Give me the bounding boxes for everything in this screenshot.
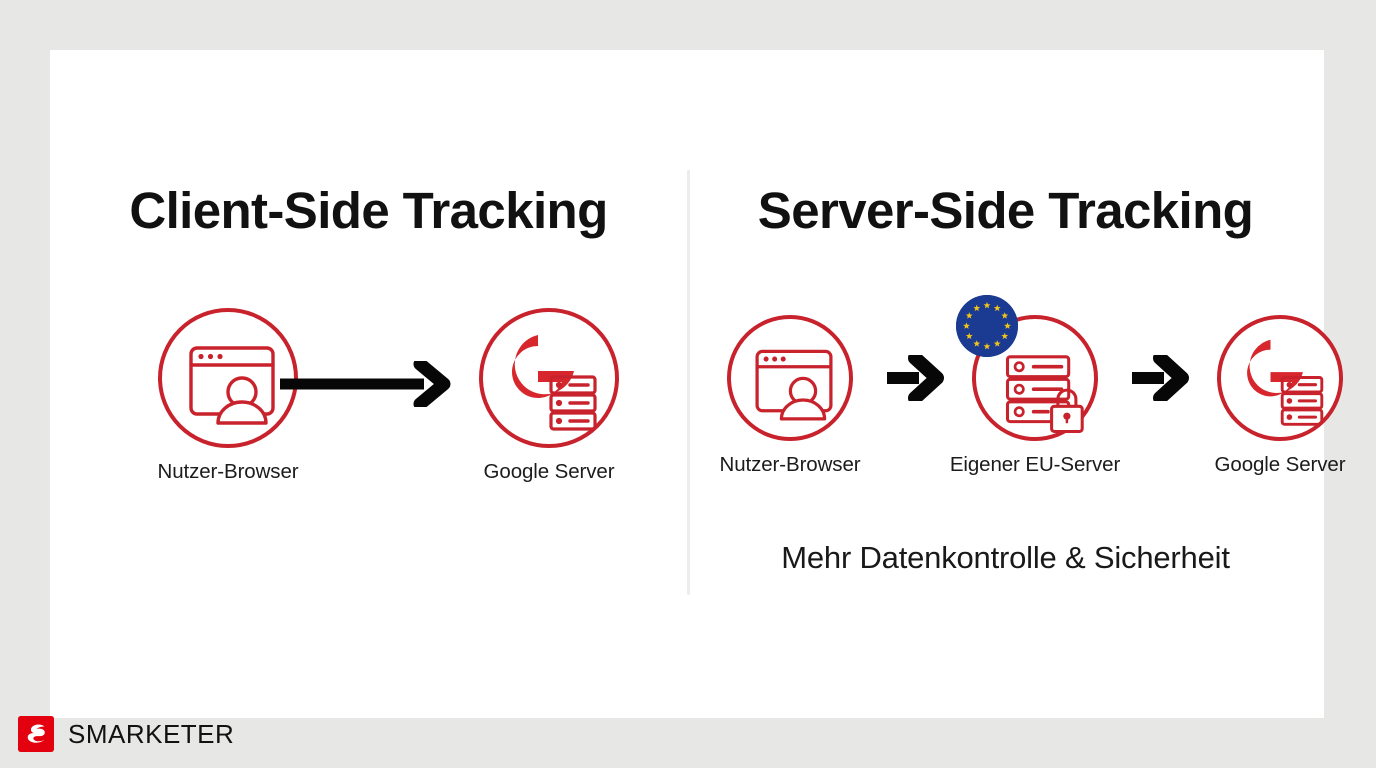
server-panel-title: Server-Side Tracking: [757, 182, 1254, 239]
browser-user-icon-circle: [158, 308, 298, 448]
arrow-right-long-icon: [280, 361, 451, 407]
server-node-eu-server: Eigener EU-Server: [940, 295, 1130, 477]
brand-name: SMARKETER: [68, 718, 235, 749]
server-node-browser-label: Nutzer-Browser: [719, 453, 861, 476]
panel-divider: [687, 170, 690, 595]
panel-server-side-tracking: Server-Side Tracking: [687, 50, 1346, 718]
server-node-browser: Nutzer-Browser: [695, 315, 885, 477]
arrow-browser-to-eu-server: [885, 355, 947, 401]
smarketer-s-logo-icon: [18, 716, 54, 752]
google-server-icon: [1247, 339, 1324, 426]
eu-server-lock-icon-circle: [956, 295, 1098, 441]
panel-client-side-tracking: Client-Side Tracking: [50, 50, 687, 718]
client-node-google-server-label: Google Server: [483, 460, 615, 483]
server-node-eu-server-label: Eigener EU-Server: [949, 453, 1121, 476]
client-flow-diagram: Nutzer-Browser: [50, 308, 687, 498]
arrow-eu-server-to-google: [1130, 355, 1192, 401]
server-node-google-server-label: Google Server: [1214, 453, 1346, 476]
server-panel-tagline: Mehr Datenkontrolle & Sicherheit: [781, 540, 1230, 575]
server-node-google-server: Google Server: [1185, 315, 1375, 477]
client-node-browser-label: Nutzer-Browser: [157, 460, 299, 483]
footer-brand: SMARKETER: [18, 716, 234, 752]
google-server-icon-circle: [1217, 315, 1343, 441]
arrow-right-short-icon: [1132, 355, 1189, 401]
client-node-browser: Nutzer-Browser: [108, 308, 348, 484]
server-flow-diagram: Nutzer-Browser: [687, 295, 1346, 498]
browser-user-icon: [189, 346, 275, 425]
browser-user-icon-circle: [727, 315, 853, 441]
google-server-icon-circle: [479, 308, 619, 448]
client-panel-title: Client-Side Tracking: [129, 182, 608, 239]
eu-flag-badge-icon: [956, 295, 1018, 357]
slide-card: Client-Side Tracking: [50, 50, 1346, 718]
client-node-google-server: Google Server: [429, 308, 669, 484]
browser-user-icon: [755, 349, 833, 421]
arrow-browser-to-google: [278, 361, 458, 407]
server-rack-lock-icon: [1005, 355, 1084, 434]
arrow-right-short-icon: [887, 355, 944, 401]
google-server-icon: [512, 335, 597, 431]
